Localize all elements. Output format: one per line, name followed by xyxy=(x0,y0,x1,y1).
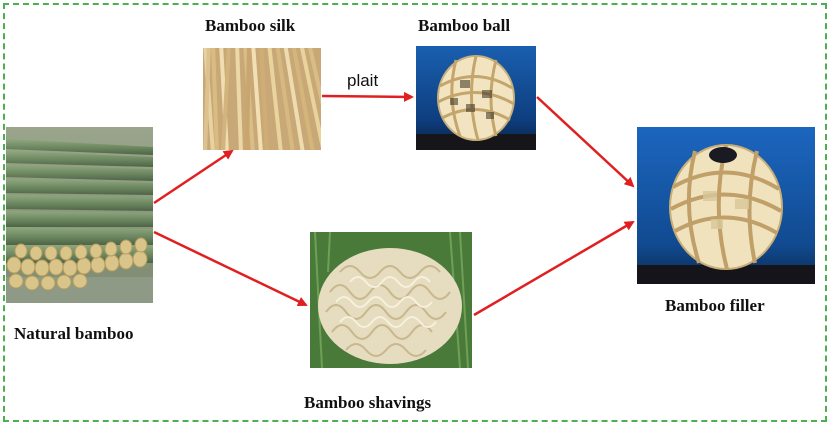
bamboo-silk-image xyxy=(203,48,321,150)
bamboo-ball-image xyxy=(416,46,536,150)
label-natural-bamboo: Natural bamboo xyxy=(14,324,134,343)
natural-bamboo-image xyxy=(6,127,153,303)
bamboo-shavings-image xyxy=(310,232,472,368)
bamboo-filler-image xyxy=(637,127,815,284)
label-plait: plait xyxy=(347,71,379,90)
arrow-bamboo-to-shavings xyxy=(153,230,308,307)
label-bamboo-ball: Bamboo ball xyxy=(418,16,511,35)
arrow-shavings-to-filler xyxy=(473,220,635,317)
label-bamboo-shavings: Bamboo shavings xyxy=(304,393,432,412)
arrow-ball-to-filler xyxy=(536,96,635,188)
label-bamboo-silk: Bamboo silk xyxy=(205,16,296,35)
dashed-frame xyxy=(3,3,827,422)
arrow-bamboo-to-silk xyxy=(153,149,234,205)
arrow-silk-to-ball xyxy=(321,91,414,102)
label-bamboo-filler: Bamboo filler xyxy=(665,296,765,315)
